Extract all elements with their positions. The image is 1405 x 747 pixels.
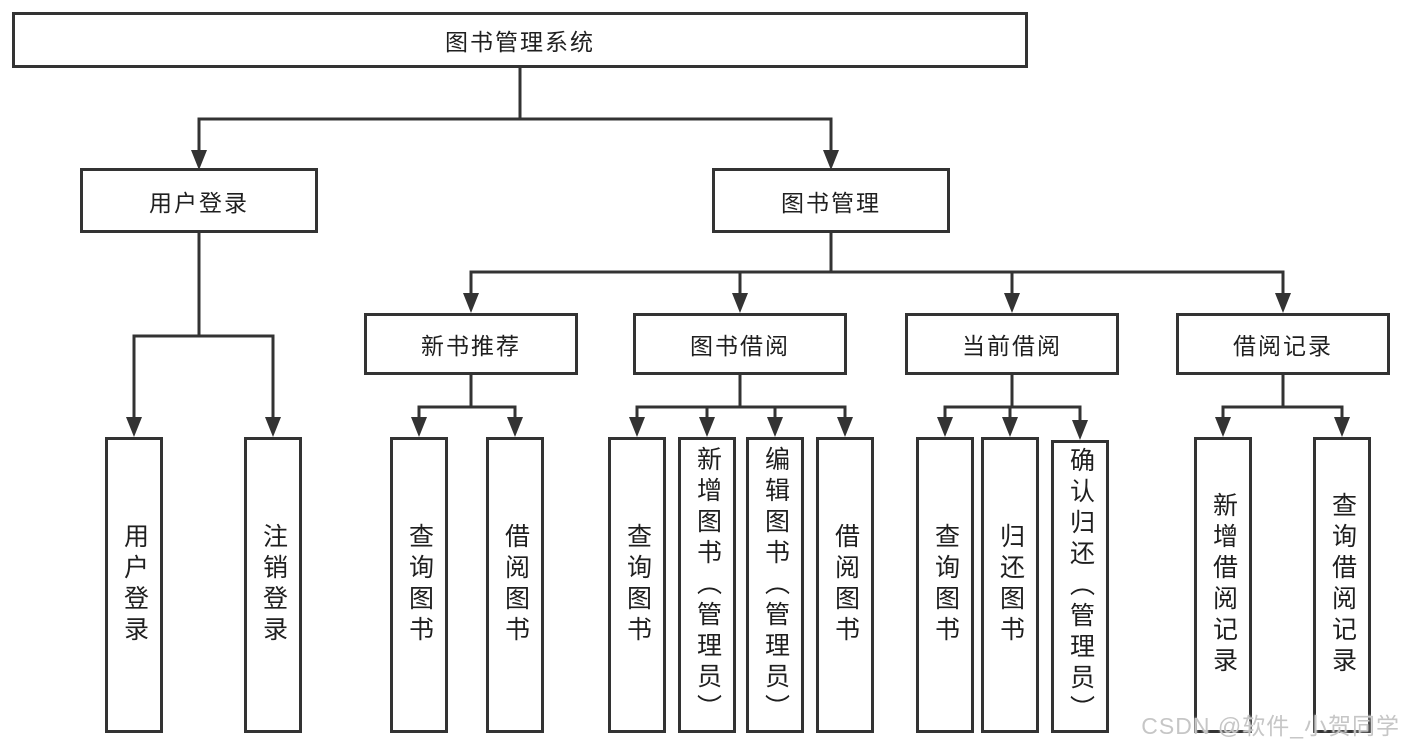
leaf-edit-book-admin: 编辑图书（管理员） bbox=[746, 437, 804, 733]
arrowhead-icon bbox=[126, 417, 142, 437]
arrowhead-icon bbox=[699, 417, 715, 437]
leaf-query-books-recommend-label: 查询图书 bbox=[405, 523, 434, 647]
leaf-logout: 注销登录 bbox=[244, 437, 302, 733]
arrowhead-icon bbox=[1275, 293, 1291, 313]
node-current-borrowing: 当前借阅 bbox=[905, 313, 1119, 375]
node-book-borrowing: 图书借阅 bbox=[633, 313, 847, 375]
leaf-user-login-label: 用户登录 bbox=[120, 523, 149, 647]
arrowhead-icon bbox=[629, 417, 645, 437]
arrowhead-icon bbox=[823, 150, 839, 170]
watermark: CSDN @软件_小贺同学 bbox=[1141, 713, 1400, 739]
arrowhead-icon bbox=[411, 417, 427, 437]
arrowhead-icon bbox=[1004, 293, 1020, 313]
node-new-book-recommendation-label: 新书推荐 bbox=[421, 333, 521, 359]
leaf-query-books-borrowing-label: 查询图书 bbox=[623, 523, 652, 647]
leaf-borrow-books-borrowing: 借阅图书 bbox=[816, 437, 874, 733]
arrowhead-icon bbox=[265, 417, 281, 437]
arrowhead-icon bbox=[1072, 420, 1088, 440]
node-root-system: 图书管理系统 bbox=[12, 12, 1028, 68]
node-book-borrowing-label: 图书借阅 bbox=[690, 333, 790, 359]
node-user-login: 用户登录 bbox=[80, 168, 318, 233]
node-new-book-recommendation: 新书推荐 bbox=[364, 313, 578, 375]
leaf-query-books-recommend: 查询图书 bbox=[390, 437, 448, 733]
node-root-system-label: 图书管理系统 bbox=[445, 29, 595, 55]
leaf-user-login: 用户登录 bbox=[105, 437, 163, 733]
leaf-borrow-books-recommend: 借阅图书 bbox=[486, 437, 544, 733]
leaf-return-books-label: 归还图书 bbox=[996, 523, 1025, 647]
arrowhead-icon bbox=[507, 417, 523, 437]
node-user-login-label: 用户登录 bbox=[149, 189, 249, 216]
leaf-add-borrow-record-label: 新增借阅记录 bbox=[1209, 492, 1238, 678]
arrowhead-icon bbox=[767, 417, 783, 437]
arrowhead-icon bbox=[837, 417, 853, 437]
arrowhead-icon bbox=[937, 417, 953, 437]
leaf-confirm-return-admin-label: 确认归还（管理员） bbox=[1066, 447, 1095, 726]
arrowhead-icon bbox=[1334, 417, 1350, 437]
arrowhead-icon bbox=[732, 293, 748, 313]
arrowhead-icon bbox=[1002, 417, 1018, 437]
leaf-query-borrow-record: 查询借阅记录 bbox=[1313, 437, 1371, 733]
leaf-return-books: 归还图书 bbox=[981, 437, 1039, 733]
arrowhead-icon bbox=[463, 293, 479, 313]
node-current-borrowing-label: 当前借阅 bbox=[962, 333, 1062, 359]
node-book-management-label: 图书管理 bbox=[781, 189, 881, 216]
node-borrowing-records: 借阅记录 bbox=[1176, 313, 1390, 375]
node-borrowing-records-label: 借阅记录 bbox=[1233, 333, 1333, 359]
node-book-management: 图书管理 bbox=[712, 168, 950, 233]
leaf-add-book-admin-label: 新增图书（管理员） bbox=[693, 445, 722, 725]
leaf-add-book-admin: 新增图书（管理员） bbox=[678, 437, 736, 733]
leaf-add-borrow-record: 新增借阅记录 bbox=[1194, 437, 1252, 733]
leaf-query-books-current: 查询图书 bbox=[916, 437, 974, 733]
leaf-query-borrow-record-label: 查询借阅记录 bbox=[1328, 492, 1357, 678]
leaf-logout-label: 注销登录 bbox=[259, 523, 288, 647]
leaf-query-books-borrowing: 查询图书 bbox=[608, 437, 666, 733]
arrowhead-icon bbox=[191, 150, 207, 170]
leaf-confirm-return-admin: 确认归还（管理员） bbox=[1051, 440, 1109, 733]
leaf-borrow-books-recommend-label: 借阅图书 bbox=[501, 523, 530, 647]
arrowhead-icon bbox=[1215, 417, 1231, 437]
leaf-borrow-books-borrowing-label: 借阅图书 bbox=[831, 523, 860, 647]
leaf-query-books-current-label: 查询图书 bbox=[931, 523, 960, 647]
leaf-edit-book-admin-label: 编辑图书（管理员） bbox=[761, 445, 790, 725]
